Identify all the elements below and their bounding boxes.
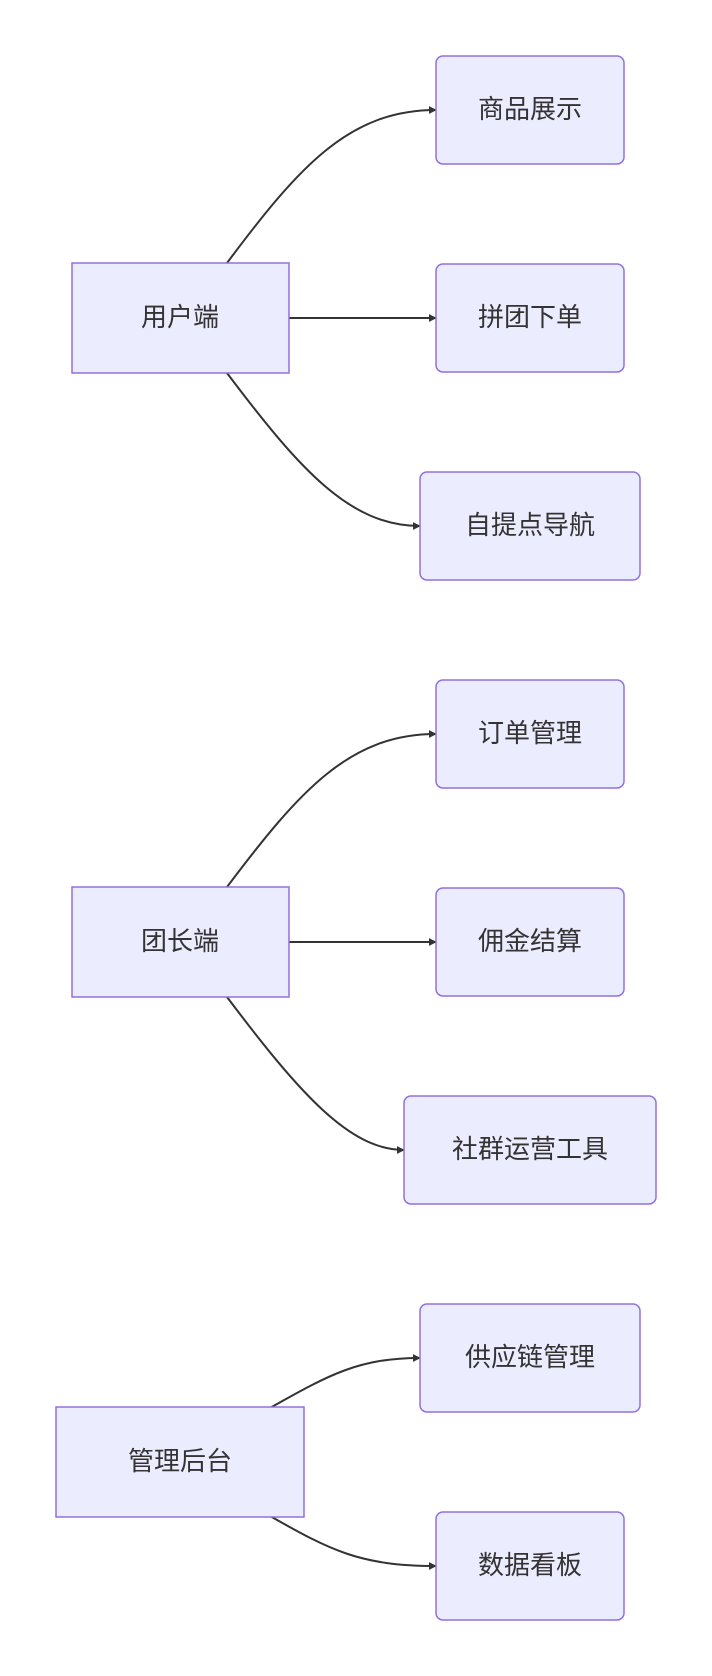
node-label: 团长端 (141, 927, 219, 957)
node-commission-settlement: 佣金结算 (435, 887, 625, 997)
node-group-order: 拼团下单 (435, 263, 625, 373)
node-label: 管理后台 (128, 1447, 232, 1477)
node-label: 拼团下单 (478, 303, 582, 333)
node-user-end: 用户端 (71, 262, 290, 374)
node-data-dashboard: 数据看板 (435, 1511, 625, 1621)
node-label: 数据看板 (478, 1551, 582, 1581)
node-label: 用户端 (141, 303, 219, 333)
edge-user-to-product-display (226, 106, 437, 264)
edge-user-to-pickup-navigation (226, 372, 421, 530)
node-label: 社群运营工具 (452, 1135, 608, 1165)
edge-admin-to-dashboard (269, 1515, 437, 1570)
node-label: 佣金结算 (478, 927, 582, 957)
node-label: 商品展示 (478, 95, 582, 125)
edge-leader-to-community-tools (226, 996, 405, 1154)
node-order-management: 订单管理 (435, 679, 625, 789)
node-label: 订单管理 (478, 719, 582, 749)
node-label: 自提点导航 (465, 511, 595, 541)
edge-leader-to-order-management (226, 730, 437, 888)
node-supply-chain-management: 供应链管理 (419, 1303, 641, 1413)
node-leader-end: 团长端 (71, 886, 290, 998)
node-pickup-navigation: 自提点导航 (419, 471, 641, 581)
node-product-display: 商品展示 (435, 55, 625, 165)
node-label: 供应链管理 (465, 1343, 595, 1373)
node-community-tools: 社群运营工具 (403, 1095, 657, 1205)
edge-admin-to-supply-chain (269, 1354, 421, 1409)
node-admin-backend: 管理后台 (55, 1406, 305, 1518)
